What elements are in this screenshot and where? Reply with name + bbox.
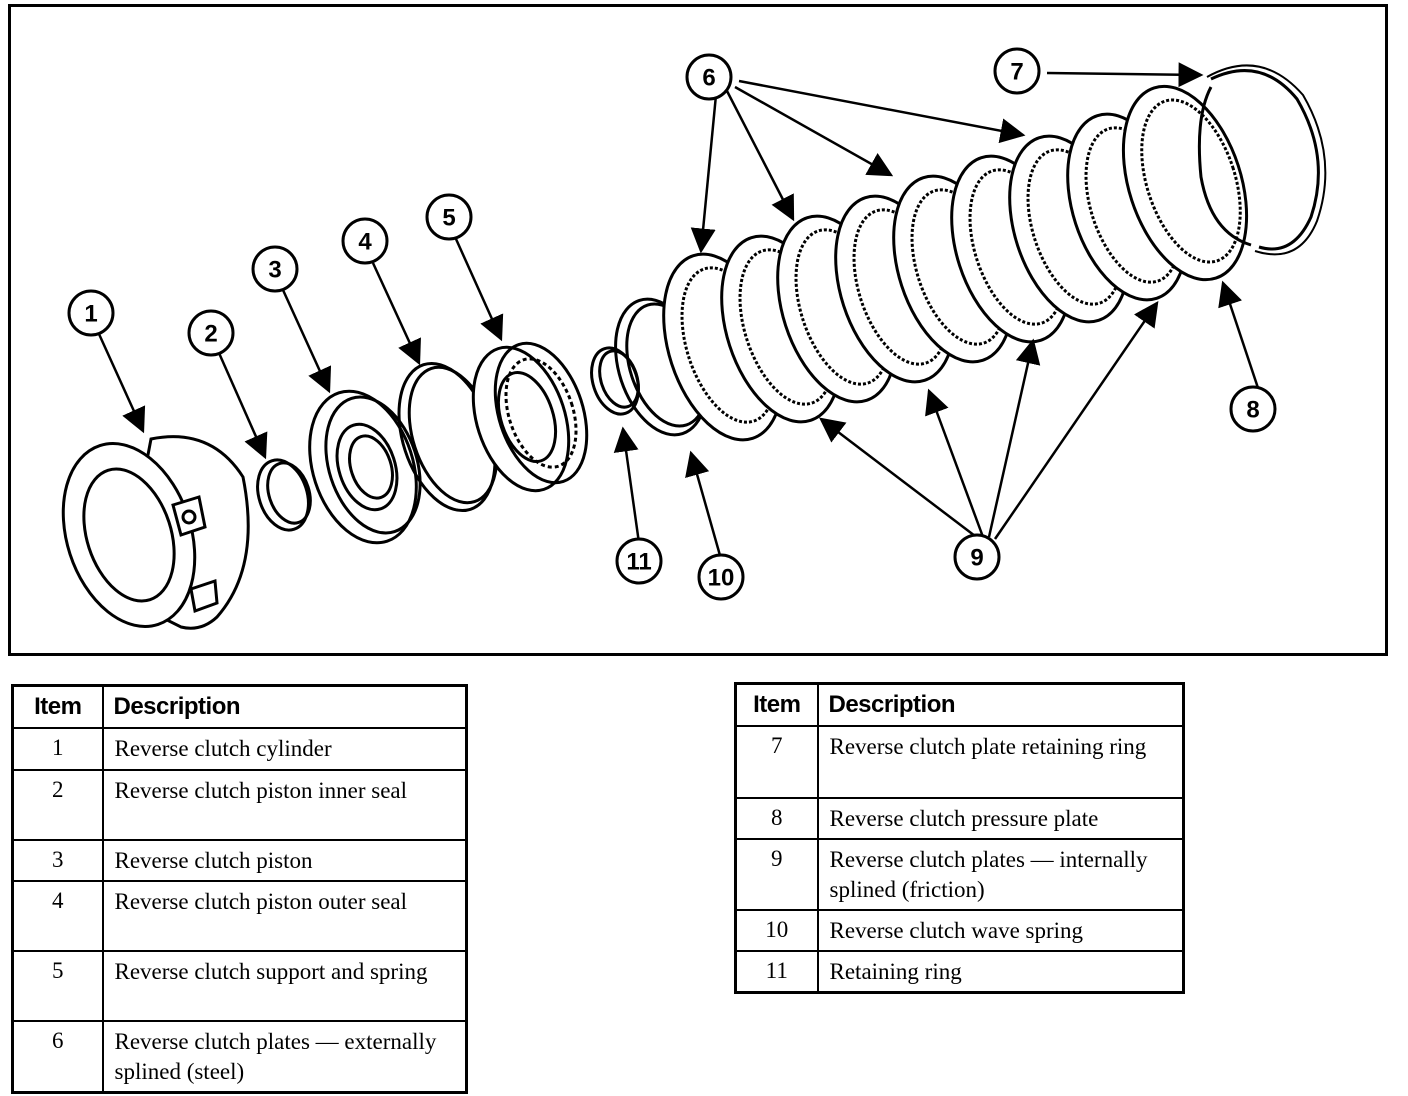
- callout-label-1: 1: [84, 301, 97, 328]
- legend-row: 7 Reverse clutch plate retaining ring: [734, 725, 1185, 799]
- legend-item-description: Reverse clutch pressure plate: [816, 797, 1185, 840]
- callout-label-2: 2: [204, 321, 217, 348]
- legend-table-left: Item Description 1 Reverse clutch cylind…: [11, 684, 468, 1094]
- legend-item-number: 3: [11, 839, 104, 882]
- clutch-plate-stack: [662, 84, 1249, 442]
- legend-item-description: Reverse clutch cylinder: [101, 727, 468, 771]
- legend-item-description: Reverse clutch piston: [101, 839, 468, 882]
- legend-item-number: 5: [11, 950, 104, 1022]
- legend-item-number: 11: [734, 950, 819, 994]
- legend-item-description: Reverse clutch wave spring: [816, 909, 1185, 952]
- legend-table-right: Item Description 7 Reverse clutch plate …: [734, 682, 1185, 994]
- leader-lines: [97, 62, 1261, 560]
- legend-row: 1 Reverse clutch cylinder: [11, 727, 468, 771]
- part-1-cylinder: [61, 435, 250, 630]
- legend-row: 9 Reverse clutch plates — internally spl…: [734, 838, 1185, 911]
- legend-item-number: 9: [734, 838, 819, 911]
- legend-row: 2 Reverse clutch piston inner seal: [11, 769, 468, 841]
- part-2-inner-seal: [256, 458, 312, 532]
- legend-item-number: 6: [11, 1020, 104, 1094]
- legend-header-description: Description: [101, 684, 468, 729]
- legend-header-item: Item: [734, 682, 819, 727]
- callout-circles: [67, 47, 1277, 601]
- callout-label-5: 5: [442, 205, 455, 232]
- exploded-view-svg: 1 2 3 4 5 6 7 8 9 10 11: [61, 47, 1327, 630]
- legend-item-description: Retaining ring: [816, 950, 1185, 994]
- callout-label-10: 10: [708, 565, 735, 592]
- legend-item-number: 10: [734, 909, 819, 952]
- callout-label-8: 8: [1246, 397, 1259, 424]
- legend-header-description: Description: [816, 682, 1185, 727]
- legend-item-description: Reverse clutch plate retaining ring: [816, 725, 1185, 799]
- legend-row: 6 Reverse clutch plates — externally spl…: [11, 1020, 468, 1094]
- legend-row: 5 Reverse clutch support and spring: [11, 950, 468, 1022]
- legend-row: 8 Reverse clutch pressure plate: [734, 797, 1185, 840]
- callout-label-9: 9: [970, 545, 983, 572]
- callout-label-6: 6: [702, 65, 715, 92]
- callout-label-3: 3: [268, 257, 281, 284]
- callout-label-7: 7: [1010, 59, 1023, 86]
- legend-row: 4 Reverse clutch piston outer seal: [11, 880, 468, 952]
- legend-item-description: Reverse clutch plates — externally splin…: [101, 1020, 468, 1094]
- legend-item-number: 4: [11, 880, 104, 952]
- legend-item-number: 1: [11, 727, 104, 771]
- legend-row: 3 Reverse clutch piston: [11, 839, 468, 882]
- part-5-support-spring: [471, 341, 589, 493]
- callout-label-4: 4: [358, 229, 372, 256]
- legend-item-number: 7: [734, 725, 819, 799]
- part-3-piston: [308, 389, 422, 545]
- legend-header-item: Item: [11, 684, 104, 729]
- legend-header-row: Item Description: [11, 684, 468, 729]
- legend-row: 11 Retaining ring: [734, 950, 1185, 994]
- exploded-view-diagram: 1 2 3 4 5 6 7 8 9 10 11: [8, 4, 1388, 656]
- legend-item-description: Reverse clutch plates — internally splin…: [816, 838, 1185, 911]
- legend-item-number: 8: [734, 797, 819, 840]
- legend-item-description: Reverse clutch support and spring: [101, 950, 468, 1022]
- legend-item-description: Reverse clutch piston inner seal: [101, 769, 468, 841]
- legend-item-description: Reverse clutch piston outer seal: [101, 880, 468, 952]
- legend-header-row: Item Description: [734, 682, 1185, 727]
- callout-label-11: 11: [626, 549, 651, 576]
- part-7-split-ring: [1197, 64, 1327, 256]
- part-11-retaining-ring: [590, 346, 640, 416]
- legend-item-number: 2: [11, 769, 104, 841]
- legend-row: 10 Reverse clutch wave spring: [734, 909, 1185, 952]
